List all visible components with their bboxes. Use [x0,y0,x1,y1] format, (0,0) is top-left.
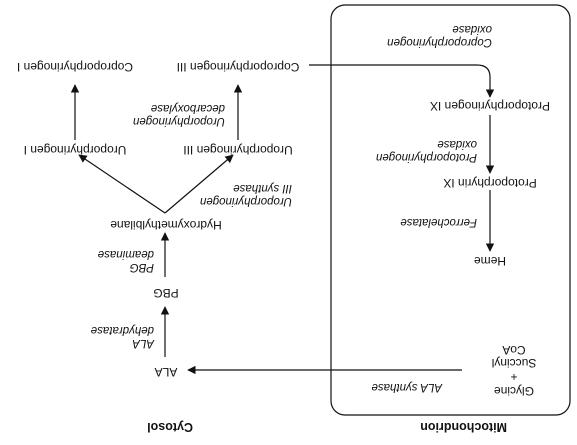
node-uroporphyrinogen-i: Uroporphyrinogen I [23,143,127,157]
node-coproporphyrinogen-iii: Coproporphyrinogen III [176,60,300,74]
enzyme-pbg-deaminase: PBG deaminase [97,247,154,273]
node-uroporphyrinogen-iii: Uroporphyrinogen III [183,143,293,157]
enzyme-uro-decarboxylase: Uroporphyrinogen decarboxylase [132,101,225,127]
enzyme-ala-dehydratase: ALA dehydratase [90,323,154,349]
enzyme-uro3-synthase: Uroporphyrinogen III synthase [199,181,292,207]
enzyme-ferrochelatase: Ferrochelatase [400,216,477,228]
mitochondrion-compartment [330,4,571,416]
arrow-hmb-to-uro1 [78,154,166,214]
node-ala: ALA [154,365,178,379]
node-protoporphyrinogen-ix: Protoporphyrinogen IX [429,99,551,113]
node-heme: Heme [473,254,507,268]
enzyme-ala-synthase: ALA synthase [371,381,442,393]
arrow-hmb-to-uro3 [164,154,234,214]
node-coproporphyrinogen-i: Coproporphyrinogen I [16,60,134,74]
enzyme-copro-oxidase: Coproporphyrinogen oxidase [387,22,492,48]
enzyme-proto-oxidase: Protoporphyrinogen oxidase [375,137,477,163]
glycine-succinyl-coa: Glycine + Succinyl CoA [491,342,537,398]
node-pbg: PBG [153,286,179,300]
node-protoporphyrin-ix: Protoporphyrin IX [443,176,537,190]
mitochondrion-label: Mitochondrion [420,420,507,434]
cytosol-label: Cytosol [147,420,193,434]
arrow-copro3-to-protogen [309,64,495,98]
node-hydroxymethylbilane: Hydroxymethylbilane [110,218,222,232]
